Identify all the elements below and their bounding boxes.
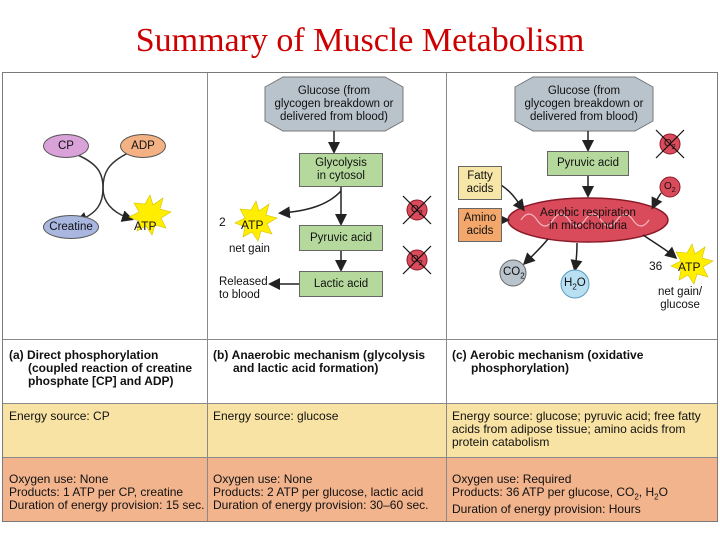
row-divider-3: [3, 457, 717, 458]
caption-c: (c) Aerobic mechanism (oxidative phospho…: [452, 348, 644, 375]
creatine-node: Creatine: [43, 215, 99, 239]
glucose-hex-c: [514, 76, 654, 132]
cp-adp-coupling-arrow: [72, 152, 104, 224]
glucose-c-line1: Glucose (from: [547, 84, 621, 97]
mito-to-atp-arrow: [642, 234, 678, 259]
glucose-b-line3: delivered from blood): [279, 110, 389, 123]
h2o-label: H2O: [564, 277, 586, 292]
glucose-b-line2: glycogen breakdown or: [274, 97, 394, 110]
column-divider-1: [207, 73, 208, 521]
o2-label-c1: O2: [664, 138, 676, 151]
net-gain-c: net gain/ glucose: [658, 286, 702, 312]
o2-crossed-c: [655, 129, 685, 159]
atp-star-a: [128, 194, 172, 236]
aerobic-line1: Aerobic respiration: [540, 207, 636, 219]
co2-label: CO2: [503, 266, 525, 281]
amino-acids-node: Amino acids: [458, 208, 502, 242]
mito-to-co2-arrow: [522, 238, 549, 266]
caption-a: (a) Direct phosphorylation (coupled reac…: [9, 348, 193, 388]
energy-source-a: Energy source: CP: [9, 409, 110, 423]
oxygen-use-band: [3, 457, 717, 521]
metabolism-figure: CP ADP Creatine ATP Glucose (from glycog…: [2, 72, 718, 522]
oxygen-block-a: Oxygen use: None Products: 1 ATP per CP,…: [9, 473, 209, 512]
atp-count-c: 36: [649, 259, 663, 273]
duration-c: Duration of energy provision: Hours: [452, 502, 641, 517]
fatty-line1: Fatty: [467, 170, 493, 182]
cp-node: CP: [43, 134, 89, 158]
duration-a: Duration of energy provision: 15 sec.: [9, 498, 205, 512]
pyruvic-node-c: Pyruvic acid: [547, 151, 629, 176]
amino-line2: acids: [466, 225, 494, 237]
h2o-circle: [560, 269, 590, 299]
pyruvic-node-b: Pyruvic acid: [299, 225, 383, 251]
net-gain-c-line1: net gain/: [658, 286, 703, 298]
energy-c-line2: acids from adipose tissue; amino acids f…: [452, 422, 686, 436]
glucose-node-c: Glucose (from glycogen breakdown or deli…: [515, 81, 653, 127]
glycolysis-node: Glycolysis in cytosol: [299, 153, 383, 187]
energy-source-b: Energy source: glucose: [213, 409, 339, 423]
atp-count-b: 2: [219, 215, 226, 229]
slide-title: Summary of Muscle Metabolism: [135, 22, 585, 59]
glycolysis-to-atp-arrow: [278, 190, 342, 219]
products-a: Products: 1 ATP per CP, creatine: [9, 485, 184, 499]
energy-source-c: Energy source: glucose; pyruvic acid; fr…: [452, 410, 717, 449]
o2-label-b1: O2: [411, 204, 423, 217]
released-line1: Released: [219, 276, 268, 288]
o2-crossed-b1: [402, 195, 432, 225]
fatty-line2: acids: [466, 183, 494, 195]
atp-star-c: [670, 243, 714, 285]
aerobic-line2: in mitochondria: [549, 220, 627, 232]
o2-crossed-b2: [402, 245, 432, 275]
glycolysis-line2: in cytosol: [317, 170, 365, 182]
oxygen-a: Oxygen use: None: [9, 472, 109, 486]
energy-c-line1: Energy source: glucose; pyruvic acid; fr…: [452, 409, 701, 423]
glucose-b-line1: Glucose (from: [297, 84, 371, 97]
energy-c-line3: protein catabolism: [452, 435, 550, 449]
caption-b: (b) Anaerobic mechanism (glycolysis and …: [213, 348, 426, 375]
amino-line1: Amino: [463, 212, 497, 224]
column-divider-2: [446, 73, 447, 521]
o2-label-b2: O2: [411, 254, 423, 267]
aerobic-respiration-label: Aerobic respiration in mitochondria: [518, 205, 658, 235]
adp-atp-coupling-arrow: [102, 152, 134, 222]
released-line2: to blood: [219, 289, 260, 301]
duration-b: Duration of energy provision: 30–60 sec.: [213, 498, 429, 512]
atp-label-b: ATP: [241, 218, 264, 232]
glycolysis-line1: Glycolysis: [315, 157, 367, 169]
o2-to-mito-arrow: [651, 192, 663, 210]
lactic-node: Lactic acid: [299, 271, 383, 297]
diagram-art: [72, 76, 714, 299]
o2-label-c2: O2: [664, 181, 676, 194]
fatty-to-mito-arrow: [500, 184, 525, 212]
o2-circle-c: [659, 176, 681, 198]
adp-node: ADP: [120, 134, 166, 158]
net-gain-b: net gain: [229, 243, 270, 255]
glucose-c-line3: delivered from blood): [529, 110, 639, 123]
glucose-hex-b: [264, 76, 404, 132]
row-divider-1: [3, 339, 717, 340]
atp-label-a: ATP: [134, 219, 157, 233]
glucose-node-b: Glucose (from glycogen breakdown or deli…: [265, 81, 403, 127]
energy-source-band: [3, 403, 717, 457]
mito-to-h2o-arrow: [570, 242, 583, 272]
oxygen-b: Oxygen use: None: [213, 472, 313, 486]
oxygen-block-c: Oxygen use: Required Products: 36 ATP pe…: [452, 473, 717, 516]
oxygen-c: Oxygen use: Required: [452, 472, 572, 486]
released-to-blood: Released to blood: [219, 276, 268, 302]
row-divider-2: [3, 403, 717, 404]
atp-label-c: ATP: [678, 260, 701, 274]
glucose-c-line2: glycogen breakdown or: [524, 97, 644, 110]
atp-star-b: [234, 200, 278, 242]
co2-circle: [499, 259, 527, 287]
oxygen-block-b: Oxygen use: None Products: 2 ATP per glu…: [213, 473, 448, 512]
products-c: Products: 36 ATP per glucose, CO2, H2O: [452, 485, 668, 502]
net-gain-c-line2: glucose: [660, 299, 700, 311]
products-b: Products: 2 ATP per glucose, lactic acid: [213, 485, 424, 499]
fatty-acids-node: Fatty acids: [458, 166, 502, 200]
